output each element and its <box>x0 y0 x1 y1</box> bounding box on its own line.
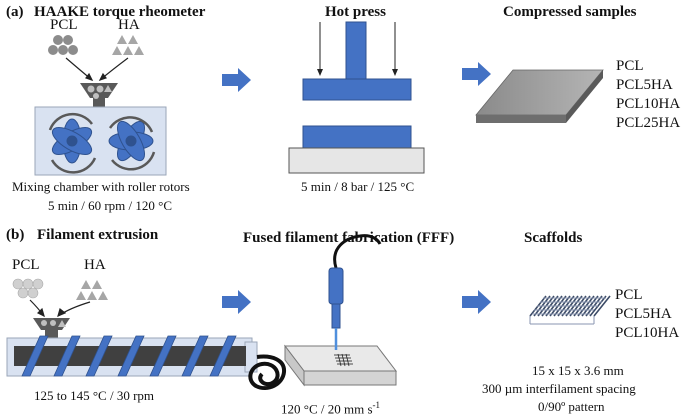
ha-label-a: HA <box>118 17 140 33</box>
scaffold-pattern: 0/90º pattern <box>538 399 605 414</box>
sample-b-0: PCL <box>615 287 643 303</box>
fff-conditions-unit-exponent: -1 <box>372 400 381 410</box>
sample-a-0: PCL <box>616 58 644 74</box>
sample-a-2: PCL10HA <box>616 96 681 112</box>
scaffolds-title: Scaffolds <box>524 230 583 246</box>
fff-printer <box>283 234 398 387</box>
scaffold-dimensions: 15 x 15 x 3.6 mm <box>532 363 624 378</box>
flow-arrow-b2 <box>462 290 491 314</box>
feed-arrows-b <box>29 299 91 318</box>
scaffold-cross-layers <box>529 297 606 325</box>
hot-press <box>288 21 425 174</box>
feed-arrows-a <box>65 57 129 82</box>
extrusion-conditions: 125 to 145 °C / 30 rpm <box>34 388 155 403</box>
mixing-chamber <box>34 106 167 176</box>
pcl-pellets-a <box>48 35 78 55</box>
filament-extrusion-title: Filament extrusion <box>37 227 159 243</box>
pcl-pellets-b <box>12 278 44 299</box>
pcl-label-b: PCL <box>12 257 40 273</box>
mixing-conditions: 5 min / 60 rpm / 120 °C <box>48 198 173 213</box>
pcl-label-a: PCL <box>50 17 78 33</box>
ha-particles-b <box>76 280 108 300</box>
fff-conditions-main: 120 °C / 20 mm s <box>281 401 373 417</box>
sample-a-1: PCL5HA <box>616 77 673 93</box>
flow-arrow-a2 <box>462 62 491 86</box>
ha-particles-a <box>112 35 144 55</box>
flow-arrow-b1 <box>222 290 251 314</box>
row-a-tag: (a) <box>6 4 24 20</box>
hopper-a <box>80 83 118 108</box>
compressed-sample <box>475 69 604 123</box>
sample-b-1: PCL5HA <box>615 306 672 322</box>
extruder <box>6 318 286 391</box>
compressed-samples-title: Compressed samples <box>503 4 637 20</box>
row-b-tag: (b) <box>6 227 25 243</box>
ha-label-b: HA <box>84 257 106 273</box>
mixing-caption: Mixing chamber with roller rotors <box>12 179 190 194</box>
hot-press-title: Hot press <box>325 4 386 20</box>
haake-title: HAAKE torque rheometer <box>34 4 206 20</box>
fff-title: Fused filament fabrication (FFF) <box>243 230 455 246</box>
hot-press-conditions: 5 min / 8 bar / 125 °C <box>301 179 415 194</box>
fff-conditions: 120 °C / 20 mm s-1 <box>281 400 381 417</box>
scaffold-spacing: 300 µm interfilament spacing <box>482 381 636 396</box>
flow-arrow-a1 <box>222 68 251 92</box>
sample-b-2: PCL10HA <box>615 325 680 341</box>
sample-a-3: PCL25HA <box>616 115 681 131</box>
